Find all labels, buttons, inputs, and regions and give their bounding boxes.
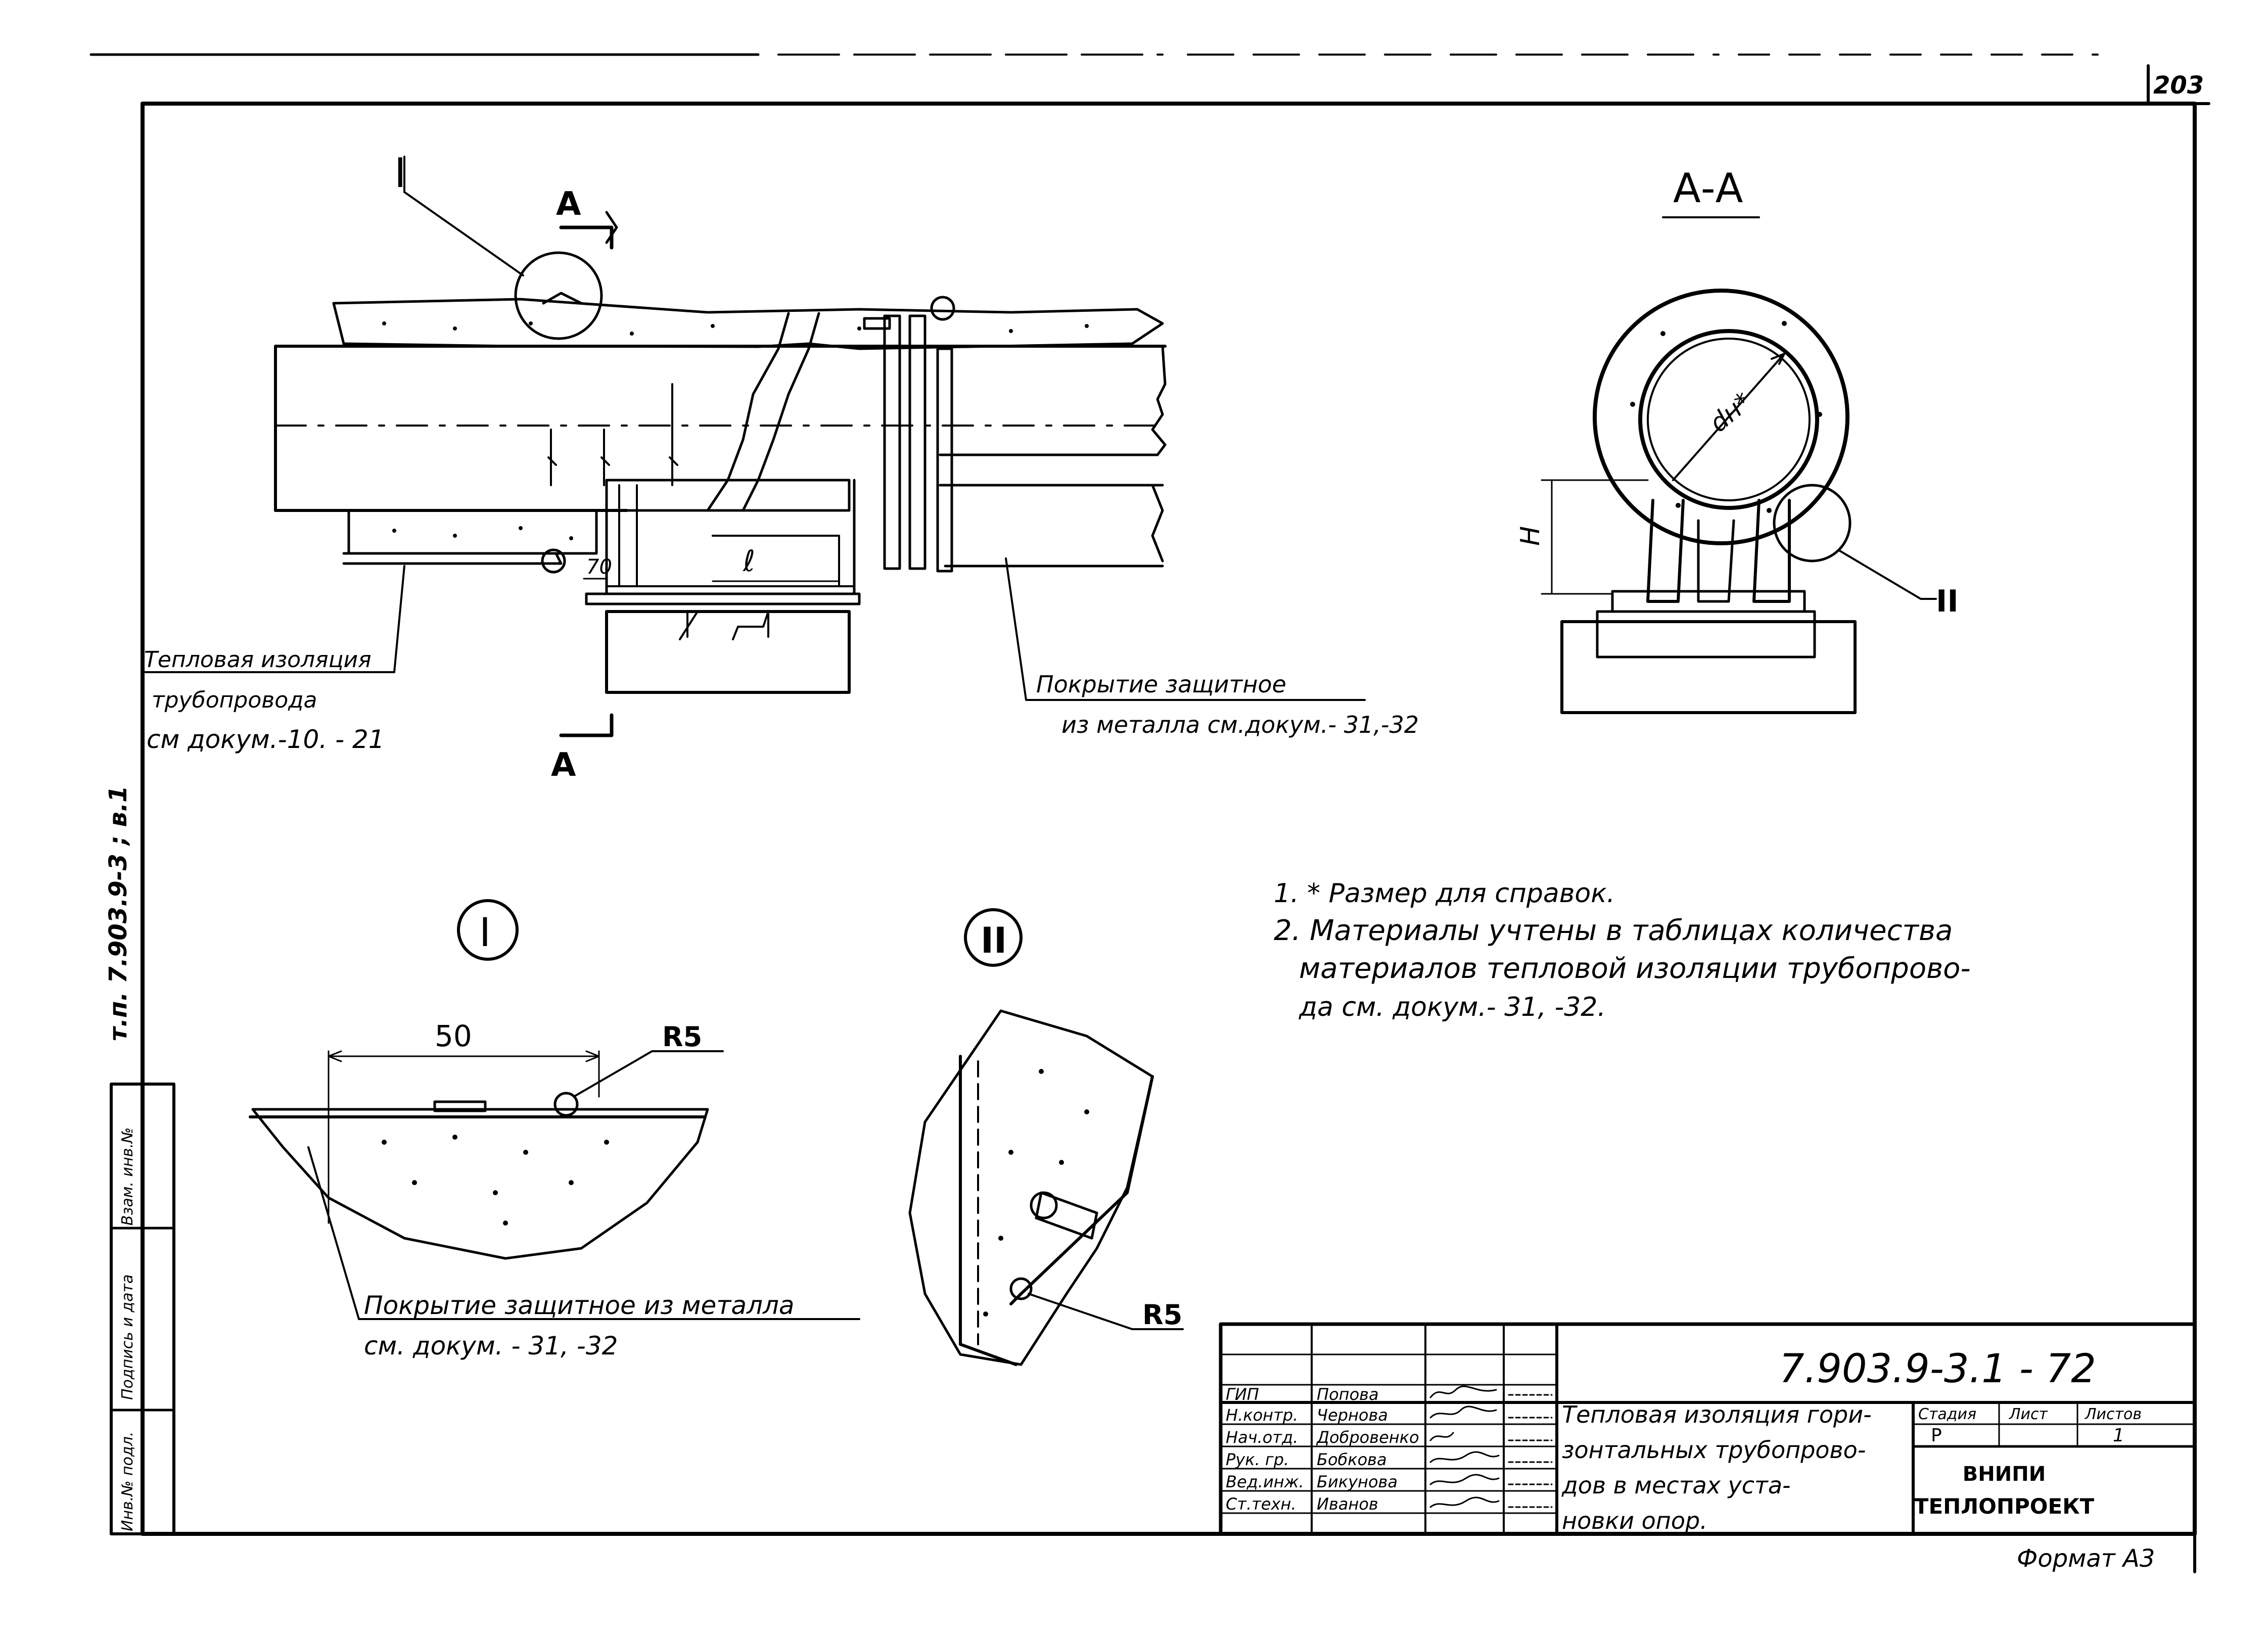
detail-II-view: II R5 <box>908 908 1184 1366</box>
name-1: Чернова <box>1317 1405 1388 1425</box>
note-4: да см. докум.- 31, -32. <box>1299 992 1606 1022</box>
leader-insulation-1: Тепловая изоляция <box>144 647 372 673</box>
detail-II-radius: R5 <box>1142 1299 1182 1331</box>
sheets-header: Листов <box>2085 1405 2142 1423</box>
detail-I-radius: R5 <box>662 1021 702 1053</box>
detail-I-leader-2: см. докум. - 31, -32 <box>364 1331 618 1361</box>
detail-I-circle <box>514 251 603 340</box>
section-mark-top: А <box>556 185 581 223</box>
side-stamp: т.п. 7.903.9-3 ; в.1 <box>104 785 132 1041</box>
org-line-1: ВНИПИ <box>1963 1463 2046 1486</box>
signatures <box>1429 1385 1553 1508</box>
role-4: Вед.инж. <box>1226 1472 1304 1491</box>
detail-I-label: I <box>479 910 491 956</box>
note-1: 1. * Размер для справок. <box>1274 878 1615 909</box>
detail-II-circle <box>1773 484 1852 562</box>
role-0: ГИП <box>1226 1385 1259 1404</box>
detail-I-callout: I <box>394 150 406 197</box>
role-3: Рук. гр. <box>1226 1450 1289 1469</box>
notes: 1. * Размер для справок. 2. Материалы уч… <box>1274 878 1971 1022</box>
strip-label-inventory: Инв.№ подл. <box>119 1432 136 1531</box>
dim-50: 50 <box>435 1019 472 1053</box>
strip-label-signature: Подпись и дата <box>119 1275 136 1400</box>
name-4: Бикунова <box>1317 1472 1398 1491</box>
page-number-box: 203 <box>2147 64 2210 105</box>
name-0: Попова <box>1317 1385 1379 1404</box>
org-line-2: ТЕПЛОПРОЕКТ <box>1914 1494 2095 1519</box>
note-2: 2. Материалы учтены в таблицах количеств… <box>1274 914 1953 947</box>
role-5: Ст.техн. <box>1226 1494 1297 1514</box>
title-block: 7.903.9-3.1 - 72 Тепловая изоляция гори-… <box>1219 1322 2197 1536</box>
detail-II-callout: II <box>1936 584 1959 619</box>
title-line-4: новки опор. <box>1562 1507 1707 1534</box>
detail-II-label: II <box>981 920 1007 961</box>
leader-cover-2: из металла см.докум.- 31,-32 <box>1061 711 1419 738</box>
stage-value: Р <box>1931 1425 1942 1446</box>
name-3: Бобкова <box>1317 1450 1387 1469</box>
leader-insulation-3: см докум.-10. - 21 <box>147 725 385 754</box>
sheets-value: 1 <box>2113 1425 2124 1446</box>
name-2: Добровенко <box>1316 1428 1419 1447</box>
name-5: Иванов <box>1317 1494 1378 1514</box>
sheet-header: Лист <box>2009 1405 2049 1423</box>
title-line-2: зонтальных трубопрово- <box>1562 1436 1866 1464</box>
role-2: Нач.отд. <box>1226 1428 1298 1447</box>
main-view: I А А 70 ℓ Тепловая изоляция трубопровод… <box>141 150 1419 784</box>
detail-I-leader-1: Покрытие защитное из металла <box>364 1291 795 1320</box>
format-label: Формат А3 <box>2017 1544 2155 1573</box>
detail-I-view: I 50 R5 Покрытие защитное из металла см.… <box>249 899 860 1361</box>
title-line-3: дов в местах уста- <box>1561 1472 1791 1499</box>
section-mark-bottom: А <box>551 746 576 784</box>
title-line-1: Тепловая изоляция гори- <box>1562 1401 1872 1428</box>
dim-70: 70 <box>586 555 612 579</box>
page-number: 203 <box>2153 71 2204 100</box>
dim-h: Н <box>1515 526 1546 546</box>
strip-label-replace: Взам. инв.№ <box>119 1128 136 1226</box>
note-3: материалов тепловой изоляции трубопрово- <box>1299 952 1971 985</box>
outer-insulation <box>1593 289 1849 545</box>
pipe-outer <box>1638 329 1819 510</box>
leader-cover-1: Покрытие защитное <box>1036 671 1286 698</box>
stage-header: Стадия <box>1918 1405 1976 1423</box>
insulation-hatch <box>382 321 1089 540</box>
section-title: А-А <box>1673 165 1743 212</box>
left-margin-strip: Инв.№ подл. Подпись и дата Взам. инв.№ <box>110 1083 175 1535</box>
leader-insulation-2: трубопровода <box>152 687 317 713</box>
section-view: А-А dн* Н II <box>1515 165 1959 714</box>
doc-number: 7.903.9-3.1 - 72 <box>1779 1346 2096 1392</box>
role-1: Н.контр. <box>1226 1405 1298 1425</box>
dim-l: ℓ <box>743 544 755 578</box>
drawing-frame <box>141 102 2197 1536</box>
